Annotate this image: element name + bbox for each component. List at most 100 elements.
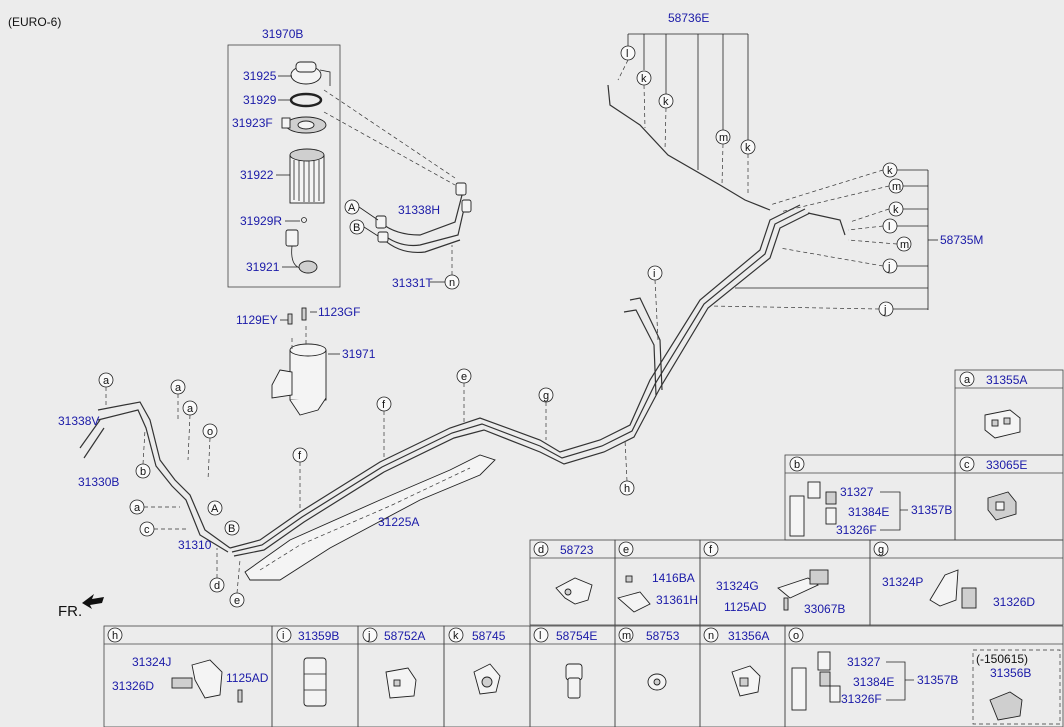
filter-bracket [271,307,327,416]
callout-e-2[interactable]: e [461,371,467,383]
part-31921[interactable]: 31921 [246,260,280,274]
callout-k-4[interactable]: k [887,165,893,177]
panel-m-letter: m [622,630,631,642]
part-1123GF[interactable]: 1123GF [318,305,360,319]
part-31225A[interactable]: 31225A [378,515,419,529]
part-31324J[interactable]: 31324J [132,655,171,669]
callout-j-2[interactable]: j [883,304,886,316]
part-33067B[interactable]: 33067B [804,602,845,616]
part-31361H[interactable]: 31361H [656,593,698,607]
callout-m-2[interactable]: m [892,181,901,193]
part-58736E[interactable]: 58736E [668,11,709,25]
callout-B-lower[interactable]: B [228,523,235,535]
clip-31359B [303,657,327,707]
part-1416BA[interactable]: 1416BA [652,571,695,585]
callout-l-1[interactable]: l [626,48,628,60]
callout-k-1[interactable]: k [641,73,647,85]
callout-d-main[interactable]: d [214,580,220,592]
part-31327-b[interactable]: 31327 [840,485,874,499]
part-31359B[interactable]: 31359B [298,629,339,643]
part-31929R[interactable]: 31929R [240,214,282,228]
panel-i-letter: i [282,630,284,642]
part-31357B-b[interactable]: 31357B [911,503,952,517]
part-31384E-b[interactable]: 31384E [848,505,889,519]
part-31384E-o[interactable]: 31384E [853,675,894,689]
part-58745[interactable]: 58745 [472,629,506,643]
part-58735M[interactable]: 58735M [940,233,983,247]
callout-c-main[interactable]: c [144,524,150,536]
clip-58753 [647,673,667,691]
callout-a-4[interactable]: a [134,502,141,514]
callout-b-main[interactable]: b [140,466,146,478]
callout-A-top[interactable]: A [348,202,356,214]
callout-A-lower[interactable]: A [211,503,219,515]
callout-k-5[interactable]: k [893,204,899,216]
part-31326F-o[interactable]: 31326F [841,692,882,706]
panel-a-letter: a [964,374,971,386]
part-31356B[interactable]: 31356B [990,666,1031,680]
part-31929[interactable]: 31929 [243,93,277,107]
callout-a-3[interactable]: a [187,403,194,415]
front-marker: FR. [58,603,82,620]
part-31338H[interactable]: 31338H [398,203,440,217]
callout-m-1[interactable]: m [719,132,728,144]
part-31310[interactable]: 31310 [178,538,212,552]
panel-n-letter: n [708,630,714,642]
callout-a-2[interactable]: a [175,382,182,394]
part-33065E[interactable]: 33065E [986,458,1027,472]
part-31357B-o[interactable]: 31357B [917,673,958,687]
callout-h-main[interactable]: h [624,483,630,495]
bottom-panels [271,625,1064,727]
part-31331T[interactable]: 31331T [392,276,433,290]
clip-31356B [989,691,1023,721]
part-1125AD-h[interactable]: 1125AD [226,671,269,685]
callout-f-1[interactable]: f [298,450,302,462]
part-58752A[interactable]: 58752A [384,629,425,643]
callout-a-1[interactable]: a [103,375,110,387]
panel-o-subbox [972,649,1061,725]
part-58754E[interactable]: 58754E [556,629,597,643]
panel-f-letter: f [709,544,713,556]
part-31925[interactable]: 31925 [243,69,277,83]
part-58723[interactable]: 58723 [560,543,594,557]
frame-rail [244,454,496,581]
part-31338V[interactable]: 31338V [58,414,99,428]
callout-B-top[interactable]: B [353,222,360,234]
callout-g-main[interactable]: g [543,390,549,402]
part-31326D-g[interactable]: 31326D [993,595,1035,609]
panel-g-letter: g [878,544,884,556]
bracket-31324P [929,569,977,609]
part-1129EY[interactable]: 1129EY [236,313,278,327]
callout-o-main[interactable]: o [207,426,213,438]
part-31356A[interactable]: 31356A [728,629,769,643]
panel-k-letter: k [453,630,459,642]
part-31971[interactable]: 31971 [342,347,376,361]
callout-k-3[interactable]: k [745,142,751,154]
panel-l-letter: l [539,630,541,642]
part-31324P[interactable]: 31324P [882,575,923,589]
clip-stack-b [789,481,837,537]
callout-j-1[interactable]: j [887,261,890,273]
callout-l-2[interactable]: l [888,221,890,233]
part-31327-o[interactable]: 31327 [847,655,881,669]
callout-f-2[interactable]: f [382,399,386,411]
callout-e-1[interactable]: e [234,595,240,607]
part-1125AD-f[interactable]: 1125AD [724,600,767,614]
callout-n-hose[interactable]: n [449,277,455,289]
part-31326D-h[interactable]: 31326D [112,679,154,693]
panel-h-letter: h [112,630,118,642]
part-58753[interactable]: 58753 [646,629,680,643]
part-31324G[interactable]: 31324G [716,579,759,593]
filter-head [281,116,327,134]
callout-k-2[interactable]: k [663,96,669,108]
part-31970B[interactable]: 31970B [262,27,303,41]
part-31330B[interactable]: 31330B [78,475,119,489]
part-31355A[interactable]: 31355A [986,373,1027,387]
part-31923F[interactable]: 31923F [232,116,273,130]
part-31922[interactable]: 31922 [240,168,274,182]
clip-58723 [555,577,593,605]
part-31326F-b[interactable]: 31326F [836,523,877,537]
callout-m-3[interactable]: m [900,239,909,251]
callout-i-main[interactable]: i [653,268,655,280]
